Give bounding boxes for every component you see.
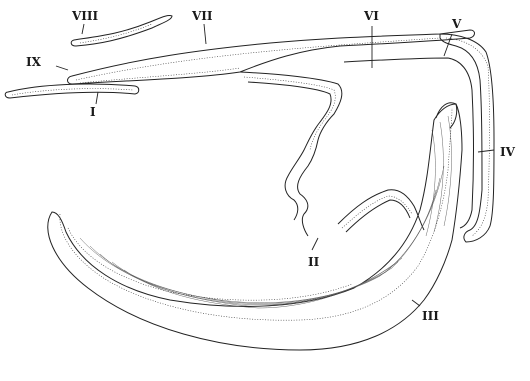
- strand-V-IV: [344, 34, 494, 242]
- strand-II-lower: [338, 190, 424, 232]
- strand-VII: [68, 30, 475, 84]
- leader-VIII: [82, 24, 84, 34]
- leader-I: [96, 92, 98, 104]
- label-I: I: [90, 105, 96, 119]
- strand-II-upper: [240, 72, 342, 236]
- label-III: III: [422, 309, 439, 323]
- label-VI: VI: [363, 9, 379, 23]
- leader-VII: [204, 24, 206, 44]
- label-V: V: [451, 17, 462, 31]
- leader-II: [312, 238, 318, 250]
- leader-IV: [478, 150, 494, 152]
- strand-I: [5, 84, 139, 98]
- label-VIII: VIII: [71, 9, 99, 23]
- label-II: II: [308, 255, 320, 269]
- label-IX: IX: [26, 55, 42, 69]
- label-VII: VII: [191, 9, 213, 23]
- label-IV: IV: [500, 145, 516, 159]
- leader-IX: [56, 66, 68, 70]
- curved-body-III: [48, 103, 462, 350]
- leader-III: [412, 300, 420, 306]
